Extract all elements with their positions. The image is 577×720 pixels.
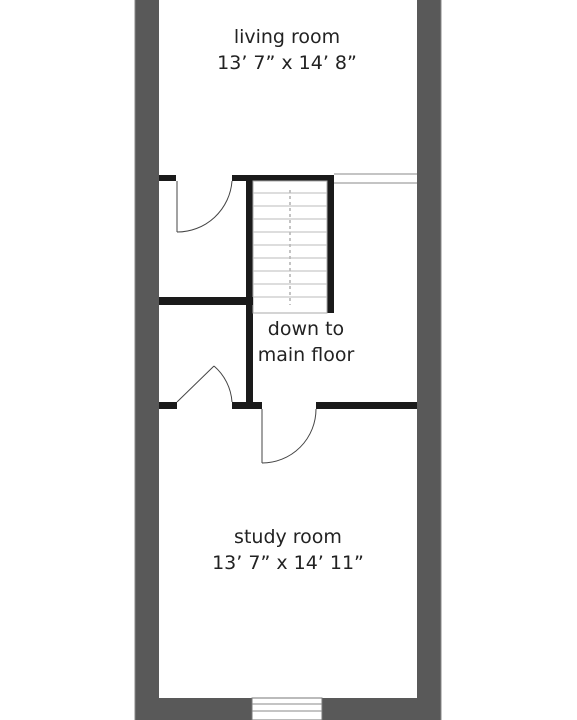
study-room-label: study room 13’ 7” x 14’ 11” xyxy=(188,524,388,576)
door-upper-closet xyxy=(176,180,233,233)
closet-top-wall-right xyxy=(232,175,333,181)
study-room-dimensions: 13’ 7” x 14’ 11” xyxy=(212,552,364,574)
door-study xyxy=(261,408,317,464)
outer-wall-right xyxy=(417,0,441,720)
stairs-label-line2: main floor xyxy=(257,344,355,366)
lower-closet-wall-right xyxy=(232,402,262,409)
stair-wall-left xyxy=(246,175,253,408)
door-lower-closet xyxy=(176,365,233,403)
outer-wall-left xyxy=(135,0,159,720)
study-room-name: study room xyxy=(234,526,342,548)
study-top-wall xyxy=(316,402,417,409)
stairs-label-line1: down to xyxy=(267,318,345,340)
living-room-label: living room 13’ 7” x 14’ 8” xyxy=(187,24,387,76)
stair-wall-right xyxy=(327,175,334,313)
closet-divider-wall xyxy=(159,297,253,305)
living-room-dimensions: 13’ 7” x 14’ 8” xyxy=(217,52,357,74)
living-room-name: living room xyxy=(233,26,341,48)
staircase xyxy=(252,180,328,314)
window-bottom xyxy=(251,697,323,720)
lower-closet-wall-left xyxy=(159,402,177,409)
stairs-label: down to main floor xyxy=(236,316,376,368)
closet-top-wall-left xyxy=(159,175,176,181)
